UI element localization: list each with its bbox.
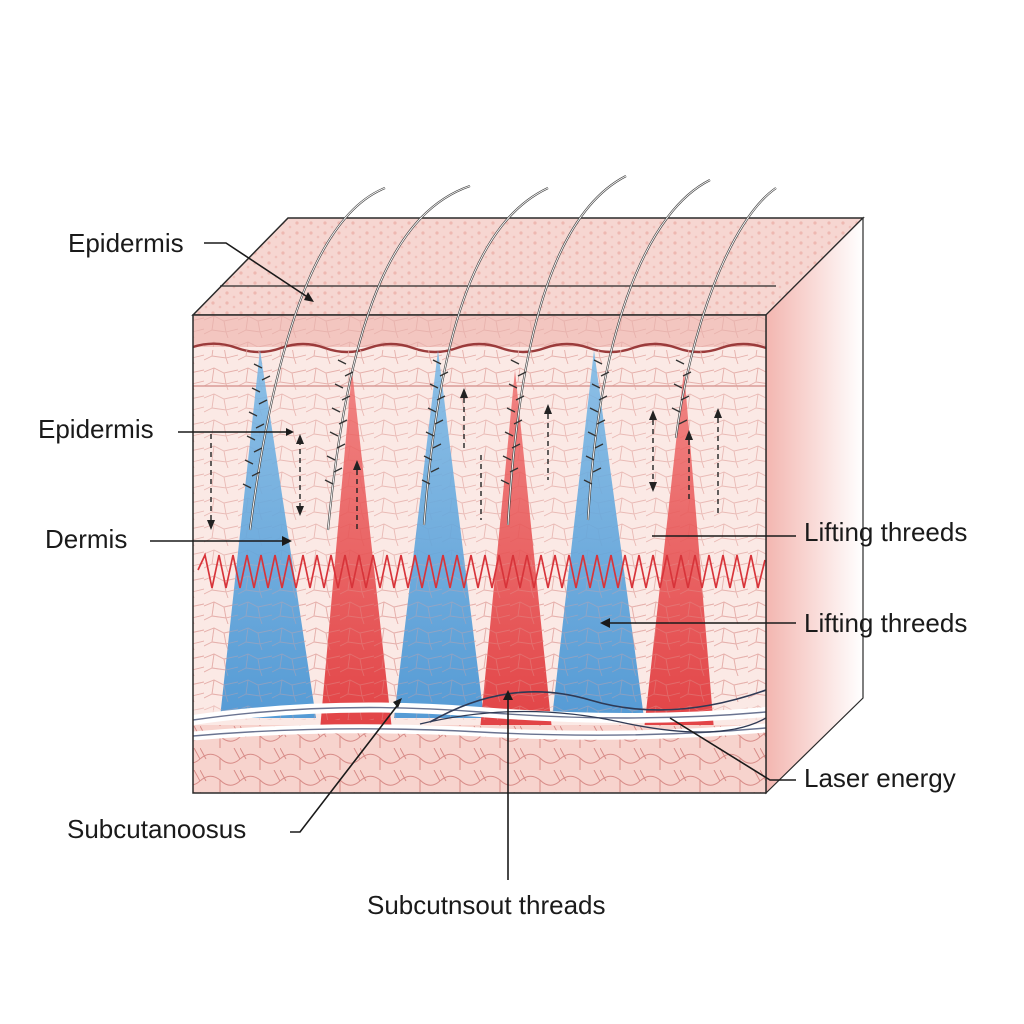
laser-energy-wave [197,552,766,589]
label-lifting-threads-2: Lifting threeds [804,608,967,638]
skin-front-face [193,315,766,793]
lift-direction-arrows [207,388,722,530]
subcutaneous-threads [193,689,766,741]
label-lifting-threads-1: Lifting threeds [804,517,967,547]
label-laser-energy: Laser energy [804,763,956,793]
lifting-threads [242,175,777,531]
label-subcutaneous: Subcutanoosus [67,814,246,844]
label-dermis: Dermis [45,524,127,554]
label-subcutaneous-threads: Subcutnsout threads [367,890,606,920]
label-epidermis-mid: Epidermis [38,414,154,444]
leader-lines [150,242,796,880]
skin-top-surface [191,217,865,316]
skin-side-face [765,216,864,795]
label-epidermis-top: Epidermis [68,228,184,258]
